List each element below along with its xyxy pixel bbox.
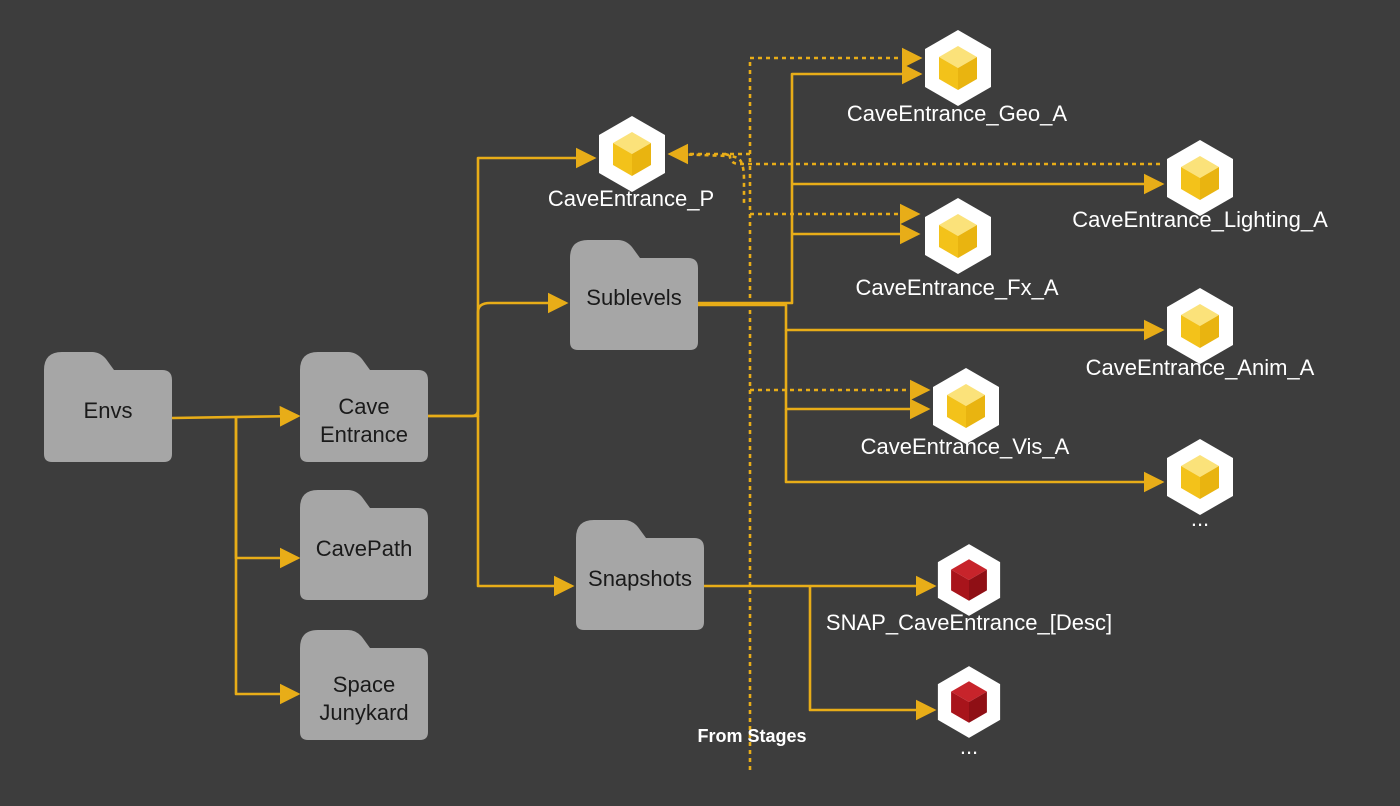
folder-sublevels[interactable]: Sublevels	[570, 240, 698, 350]
connector-envs-to-space-junkyard	[234, 418, 301, 705]
yellow-cube-icon	[599, 116, 665, 192]
asset-label-snap-desc: SNAP_CaveEntrance_[Desc]	[826, 610, 1112, 635]
folder-label-sublevels: Sublevels	[586, 285, 681, 310]
connector-cave-entrance-to-sublevels	[428, 292, 569, 418]
connectors	[171, 63, 1165, 721]
connector-cave-entrance-to-snapshots	[476, 416, 575, 597]
asset-cave-entrance-p[interactable]: CaveEntrance_P	[548, 116, 714, 211]
folder-envs[interactable]: Envs	[44, 352, 172, 462]
connector-sublevels-to-geo	[698, 63, 923, 305]
dashed-p-to-sublevels	[724, 152, 746, 204]
asset-lighting-a[interactable]: CaveEntrance_Lighting_A	[1072, 140, 1328, 232]
asset-label-geo-a: CaveEntrance_Geo_A	[847, 101, 1067, 126]
yellow-cube-icon	[933, 368, 999, 444]
yellow-cube-icon	[1167, 140, 1233, 216]
from-stages-label: From Stages	[697, 726, 806, 746]
asset-label-sublevel-more: ...	[1191, 506, 1209, 531]
asset-label-lighting-a: CaveEntrance_Lighting_A	[1072, 207, 1328, 232]
asset-snap-more[interactable]: ...	[937, 666, 1001, 759]
dashed-lighting-to-p	[671, 152, 1160, 166]
asset-label-cave-entrance-p: CaveEntrance_P	[548, 186, 714, 211]
folder-label-envs: Envs	[84, 398, 133, 423]
connector-sublevels-to-more	[784, 409, 1165, 493]
asset-fx-a[interactable]: CaveEntrance_Fx_A	[856, 198, 1059, 300]
dashed-stages-vertical	[748, 47, 923, 770]
asset-snap-desc[interactable]: SNAP_CaveEntrance_[Desc]	[826, 544, 1112, 635]
connector-snapshots-to-snap-more	[808, 586, 937, 721]
connector-sublevels-to-vis	[784, 330, 931, 420]
yellow-cube-icon	[925, 30, 991, 106]
asset-label-anim-a: CaveEntrance_Anim_A	[1086, 355, 1315, 380]
folder-label-space-junkyard-line2: Junykard	[319, 700, 408, 725]
folder-label-space-junkyard-line1: Space	[333, 672, 395, 697]
asset-label-snap-more: ...	[960, 734, 978, 759]
red-cube-icon	[937, 666, 1001, 738]
yellow-cube-icon	[1167, 288, 1233, 364]
red-cube-icon	[937, 544, 1001, 616]
folder-label-cave-entrance-line1: Cave	[338, 394, 389, 419]
connector-sublevels-to-anim	[698, 303, 1165, 341]
folder-cavepath[interactable]: CavePath	[300, 490, 428, 600]
folder-cave-entrance[interactable]: Cave Entrance	[300, 352, 428, 462]
asset-vis-a[interactable]: CaveEntrance_Vis_A	[861, 368, 1070, 459]
folder-label-snapshots: Snapshots	[588, 566, 692, 591]
asset-sublevel-more[interactable]: ...	[1167, 439, 1233, 531]
yellow-cube-icon	[925, 198, 991, 274]
dashed-connectors	[667, 47, 1160, 770]
asset-anim-a[interactable]: CaveEntrance_Anim_A	[1086, 288, 1315, 380]
asset-geo-a[interactable]: CaveEntrance_Geo_A	[847, 30, 1067, 126]
connector-envs-to-cave-entrance	[171, 405, 301, 427]
folder-label-cavepath: CavePath	[316, 536, 413, 561]
asset-label-fx-a: CaveEntrance_Fx_A	[856, 275, 1059, 300]
connector-envs-to-cavepath	[234, 418, 301, 569]
folder-label-cave-entrance-line2: Entrance	[320, 422, 408, 447]
folder-snapshots[interactable]: Snapshots	[576, 520, 704, 630]
yellow-cube-icon	[1167, 439, 1233, 515]
folder-space-junkyard[interactable]: Space Junykard	[300, 630, 428, 740]
asset-label-vis-a: CaveEntrance_Vis_A	[861, 434, 1070, 459]
